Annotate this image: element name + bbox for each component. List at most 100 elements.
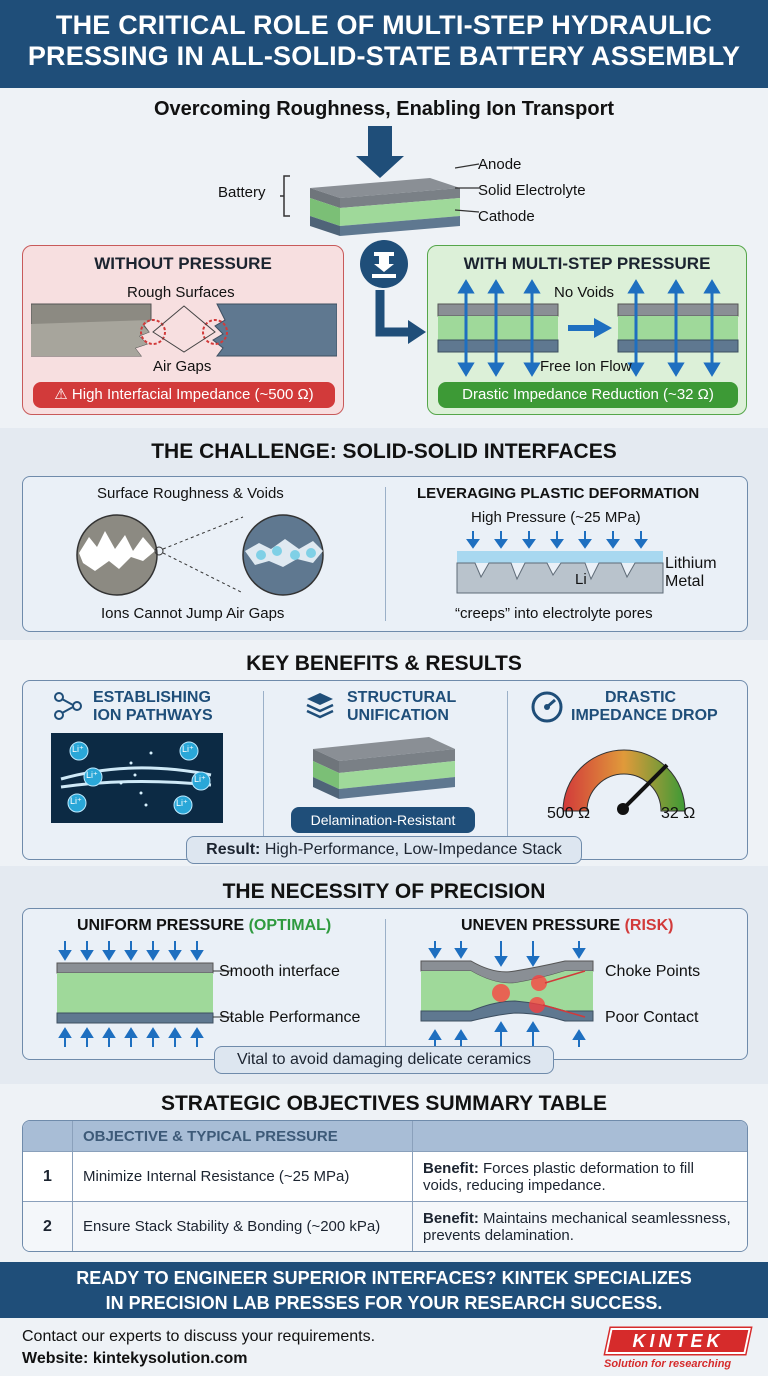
branch-icon <box>54 692 82 720</box>
challenge-section: THE CHALLENGE: SOLID-SOLID INTERFACES Su… <box>0 428 768 640</box>
table-row: 2 Ensure Stack Stability & Bonding (~200… <box>23 1201 747 1251</box>
uneven-pressure-title: UNEVEN PRESSURE (RISK) <box>461 917 674 934</box>
challenge-panel: Surface Roughness & Voids Ions Cannot Ju… <box>22 476 748 632</box>
poor-contact-label: Poor Contact <box>605 1009 699 1026</box>
table-heading: STRATEGIC OBJECTIVES SUMMARY TABLE <box>160 1092 608 1115</box>
row-1-num: 1 <box>23 1152 73 1201</box>
overview-section: Overcoming Roughness, Enabling Ion Trans… <box>0 88 768 428</box>
benefits-heading: KEY BENEFITS & RESULTS <box>246 652 522 675</box>
rough-surfaces-label: Rough Surfaces <box>127 284 235 301</box>
title-line-2: PRESSING IN ALL-SOLID-STATE BATTERY ASSE… <box>27 41 741 71</box>
ion-pathways-illustration <box>51 733 223 823</box>
li-label: Li <box>575 571 587 588</box>
precision-panel: UNIFORM PRESSURE (OPTIMAL) <box>22 908 748 1060</box>
impedance-reduction-badge: Drastic Impedance Reduction (~32 Ω) <box>438 382 738 408</box>
creeps-caption: “creeps” into electrolyte pores <box>455 605 653 622</box>
title-banner: THE CRITICAL ROLE OF MULTI-STEP HYDRAULI… <box>0 0 768 88</box>
logo-tagline: Solution for researching <box>604 1358 732 1370</box>
benefits-panel: ESTABLISHING ION PATHWAYS Li⁺ Li⁺ Li⁺ Li… <box>22 680 748 860</box>
ion-label-4: Li⁺ <box>182 744 194 754</box>
layer-electrolyte-label: Solid Electrolyte <box>478 182 586 199</box>
row-1-objective: Minimize Internal Resistance (~25 MPa) <box>73 1152 413 1201</box>
table-header-benefit <box>413 1121 747 1151</box>
row-2-benefit: Benefit: Maintains mechanical seamlessne… <box>423 1209 731 1244</box>
precision-heading: THE NECESSITY OF PRECISION <box>222 880 546 903</box>
table-row: 1 Minimize Internal Resistance (~25 MPa)… <box>23 1151 747 1201</box>
row-2-objective: Ensure Stack Stability & Bonding (~200 k… <box>73 1202 413 1251</box>
result-badge: Result: High-Performance, Low-Impedance … <box>186 836 582 864</box>
ion-label-3: Li⁺ <box>70 796 82 806</box>
delamination-resistant-tag: Delamination-Resistant <box>291 807 475 833</box>
layer-leader-lines <box>455 163 480 213</box>
layer-anode-label: Anode <box>478 156 522 173</box>
free-ion-flow-label: Free Ion Flow <box>540 358 632 375</box>
metal-label: Metal <box>665 573 705 590</box>
roughness-voids-title: Surface Roughness & Voids <box>97 485 284 502</box>
row-1-benefit: Benefit: Forces plastic deformation to f… <box>423 1159 694 1194</box>
website-link[interactable]: Website: kintekysolution.com <box>22 1350 248 1367</box>
ion-label-6: Li⁺ <box>176 798 188 808</box>
uniform-pressure-title: UNIFORM PRESSURE (OPTIMAL) <box>77 917 332 934</box>
table-header-num <box>23 1121 73 1151</box>
challenge-heading: THE CHALLENGE: SOLID-SOLID INTERFACES <box>151 440 617 463</box>
structural-title-1: STRUCTURAL <box>347 689 457 706</box>
lithium-creep-illustration <box>456 531 664 594</box>
air-gaps-label: Air Gaps <box>153 358 212 375</box>
gauge-from-label: 500 Ω <box>547 805 591 822</box>
with-pressure-title: WITH MULTI-STEP PRESSURE <box>463 254 711 273</box>
impedance-drop-title-2: IMPEDANCE DROP <box>571 707 718 724</box>
objectives-table: OBJECTIVE & TYPICAL PRESSURE 1 Minimize … <box>22 1120 748 1252</box>
high-impedance-warning: ⚠ High Interfacial Impedance (~500 Ω) <box>33 382 335 408</box>
warning-icon: ⚠ <box>54 386 72 403</box>
choke-points-label: Choke Points <box>605 963 701 980</box>
ion-label-1: Li⁺ <box>72 744 84 754</box>
without-pressure-panel: WITHOUT PRESSURE Rough Surfaces Air Gaps… <box>22 245 344 415</box>
roughness-zoom-illustration <box>76 514 324 596</box>
challenge-divider <box>385 487 386 621</box>
lithium-label: Lithium <box>665 555 717 572</box>
uneven-pressure-illustration <box>420 941 594 1047</box>
smooth-interface-label: Smooth interface <box>219 963 340 980</box>
ion-pathways-title-1: ESTABLISHING <box>93 689 211 706</box>
cta-banner: READY TO ENGINEER SUPERIOR INTERFACES? K… <box>0 1262 768 1318</box>
cta-line-1: READY TO ENGINEER SUPERIOR INTERFACES? K… <box>76 1268 692 1288</box>
ion-label-2: Li⁺ <box>86 770 98 780</box>
unified-stack-illustration <box>313 737 455 799</box>
without-pressure-title: WITHOUT PRESSURE <box>94 254 272 273</box>
overview-heading: Overcoming Roughness, Enabling Ion Trans… <box>153 98 615 120</box>
ion-label-5: Li⁺ <box>194 774 206 784</box>
with-pressure-panel: WITH MULTI-STEP PRESSURE No Voids Free I… <box>427 245 747 415</box>
structural-title-2: UNIFICATION <box>347 707 449 724</box>
battery-label: Battery <box>218 184 266 201</box>
battery-bracket <box>280 175 290 217</box>
table-header-objective: OBJECTIVE & TYPICAL PRESSURE <box>73 1121 413 1151</box>
high-pressure-label: High Pressure (~25 MPa) <box>471 509 641 526</box>
cta-line-2: IN PRECISION LAB PRESSES FOR YOUR RESEAR… <box>105 1293 663 1313</box>
layers-icon <box>306 693 334 719</box>
title-line-1: THE CRITICAL ROLE OF MULTI-STEP HYDRAULI… <box>55 10 713 40</box>
impedance-gauge <box>562 749 686 815</box>
gauge-icon <box>531 691 563 723</box>
benefits-section: KEY BENEFITS & RESULTS ESTABLISHING ION … <box>0 640 768 866</box>
rough-surfaces-illustration <box>31 303 337 357</box>
benefits-divider-1 <box>263 691 264 841</box>
uniform-pressure-illustration <box>56 941 233 1047</box>
precision-divider <box>385 919 386 1049</box>
ion-pathways-title-2: ION PATHWAYS <box>93 707 213 724</box>
plastic-deformation-title: LEVERAGING PLASTIC DEFORMATION <box>417 485 700 502</box>
precision-section: THE NECESSITY OF PRECISION UNIFORM PRESS… <box>0 866 768 1084</box>
table-header-row: OBJECTIVE & TYPICAL PRESSURE <box>23 1121 747 1151</box>
gauge-to-label: 32 Ω <box>661 805 696 822</box>
kintek-logo: KINTEK <box>605 1328 751 1354</box>
precision-note: Vital to avoid damaging delicate ceramic… <box>214 1046 554 1074</box>
benefits-divider-2 <box>507 691 508 841</box>
smooth-stack-illustration <box>437 279 739 377</box>
row-2-num: 2 <box>23 1202 73 1251</box>
layer-cathode-label: Cathode <box>478 208 535 225</box>
contact-text: Contact our experts to discuss your requ… <box>22 1328 376 1345</box>
no-voids-label: No Voids <box>554 284 615 301</box>
ions-cannot-jump-caption: Ions Cannot Jump Air Gaps <box>101 605 285 622</box>
press-transition-arrow <box>360 240 426 344</box>
battery-stack-illustration <box>310 126 460 236</box>
impedance-drop-title-1: DRASTIC <box>605 689 677 706</box>
